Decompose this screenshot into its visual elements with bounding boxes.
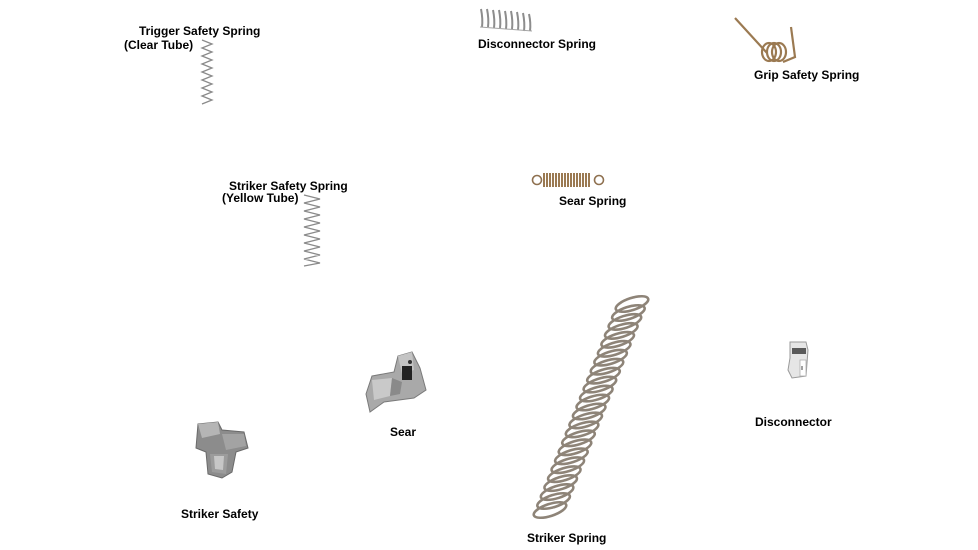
sear-spring-label: Sear Spring (559, 194, 627, 208)
disconnector-spring-label: Disconnector Spring (478, 37, 597, 51)
compression-spring-icon (301, 193, 323, 268)
striker-safety-spring-sublabel: (Yellow Tube) (222, 191, 299, 205)
compression-spring-icon (199, 38, 215, 106)
torsion-spring-icon (733, 15, 799, 67)
sear-label: Sear (390, 425, 417, 439)
disconnector-part-icon (786, 340, 812, 380)
extension-spring-icon (530, 170, 606, 190)
trigger-safety-spring-label: Trigger Safety Spring (139, 24, 261, 38)
grip-safety-spring-label: Grip Safety Spring (754, 68, 860, 82)
disconnector-label: Disconnector (755, 415, 832, 429)
striker-spring-label: Striker Spring (527, 531, 607, 545)
sear-part-icon (364, 350, 430, 422)
trigger-safety-spring-sublabel: (Clear Tube) (124, 38, 194, 52)
striker-safety-part-icon (192, 420, 252, 480)
striker-safety-label: Striker Safety (181, 507, 259, 521)
striker-safety-spring-label: Striker Safety Spring (229, 179, 348, 193)
large-coil-spring-icon (528, 290, 654, 526)
short-spring-icon (478, 5, 536, 33)
